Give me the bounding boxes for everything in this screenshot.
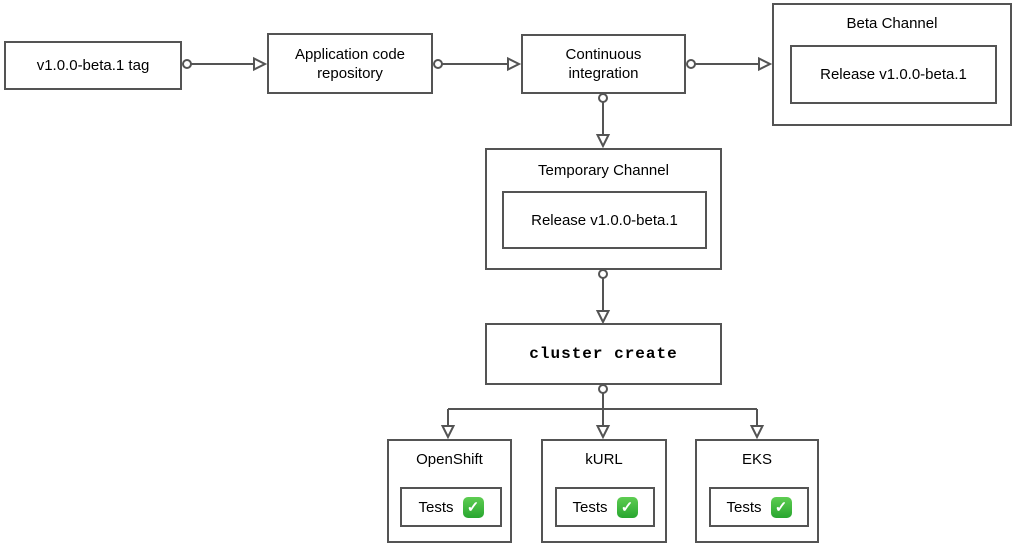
eks-title: EKS [741, 451, 772, 468]
node-openshift: OpenShift Tests ✓ [387, 439, 512, 543]
temporary-channel-title: Temporary Channel [538, 162, 669, 179]
ci-label: Continuous integration [565, 46, 642, 82]
edge-repository-to-ci [433, 56, 522, 72]
node-temporary-channel: Temporary Channel Release v1.0.0-beta.1 [485, 148, 722, 270]
beta-channel-title: Beta Channel [846, 15, 938, 32]
check-glyph: ✓ [620, 498, 634, 516]
edge-ci-to-beta-channel [686, 56, 773, 72]
eks-tests-box: Tests ✓ [709, 487, 809, 527]
edge-cluster-create-fanout [440, 384, 765, 440]
check-passed-icon: ✓ [770, 496, 792, 518]
check-glyph: ✓ [466, 498, 480, 516]
openshift-tests-label: Tests [418, 498, 454, 516]
version-tag-label: v1.0.0-beta.1 tag [36, 57, 150, 74]
node-cluster-create: cluster create [485, 323, 722, 385]
node-kurl: kURL Tests ✓ [541, 439, 667, 543]
edge-temporary-channel-to-cluster-create [595, 269, 611, 325]
edge-tag-to-repository [182, 56, 268, 72]
temporary-channel-release-label: Release v1.0.0-beta.1 [531, 211, 678, 229]
kurl-title: kURL [585, 451, 623, 468]
node-beta-channel: Beta Channel Release v1.0.0-beta.1 [772, 3, 1012, 126]
check-passed-icon: ✓ [462, 496, 484, 518]
node-application-code-repository: Application code repository [267, 33, 433, 94]
kurl-tests-box: Tests ✓ [555, 487, 655, 527]
temporary-channel-release-box: Release v1.0.0-beta.1 [502, 191, 707, 249]
edge-ci-to-temporary-channel [595, 93, 611, 149]
openshift-tests-box: Tests ✓ [400, 487, 502, 527]
openshift-title: OpenShift [416, 451, 483, 468]
check-passed-icon: ✓ [616, 496, 638, 518]
node-eks: EKS Tests ✓ [695, 439, 819, 543]
repository-label: Application code repository [294, 45, 406, 82]
check-glyph: ✓ [774, 498, 788, 516]
beta-channel-release-label: Release v1.0.0-beta.1 [820, 66, 967, 83]
eks-tests-label: Tests [726, 498, 762, 516]
cluster-create-label: cluster create [529, 345, 678, 363]
kurl-tests-label: Tests [572, 498, 608, 516]
beta-channel-release-box: Release v1.0.0-beta.1 [790, 45, 997, 104]
node-version-tag: v1.0.0-beta.1 tag [4, 41, 182, 90]
node-continuous-integration: Continuous integration [521, 34, 686, 94]
